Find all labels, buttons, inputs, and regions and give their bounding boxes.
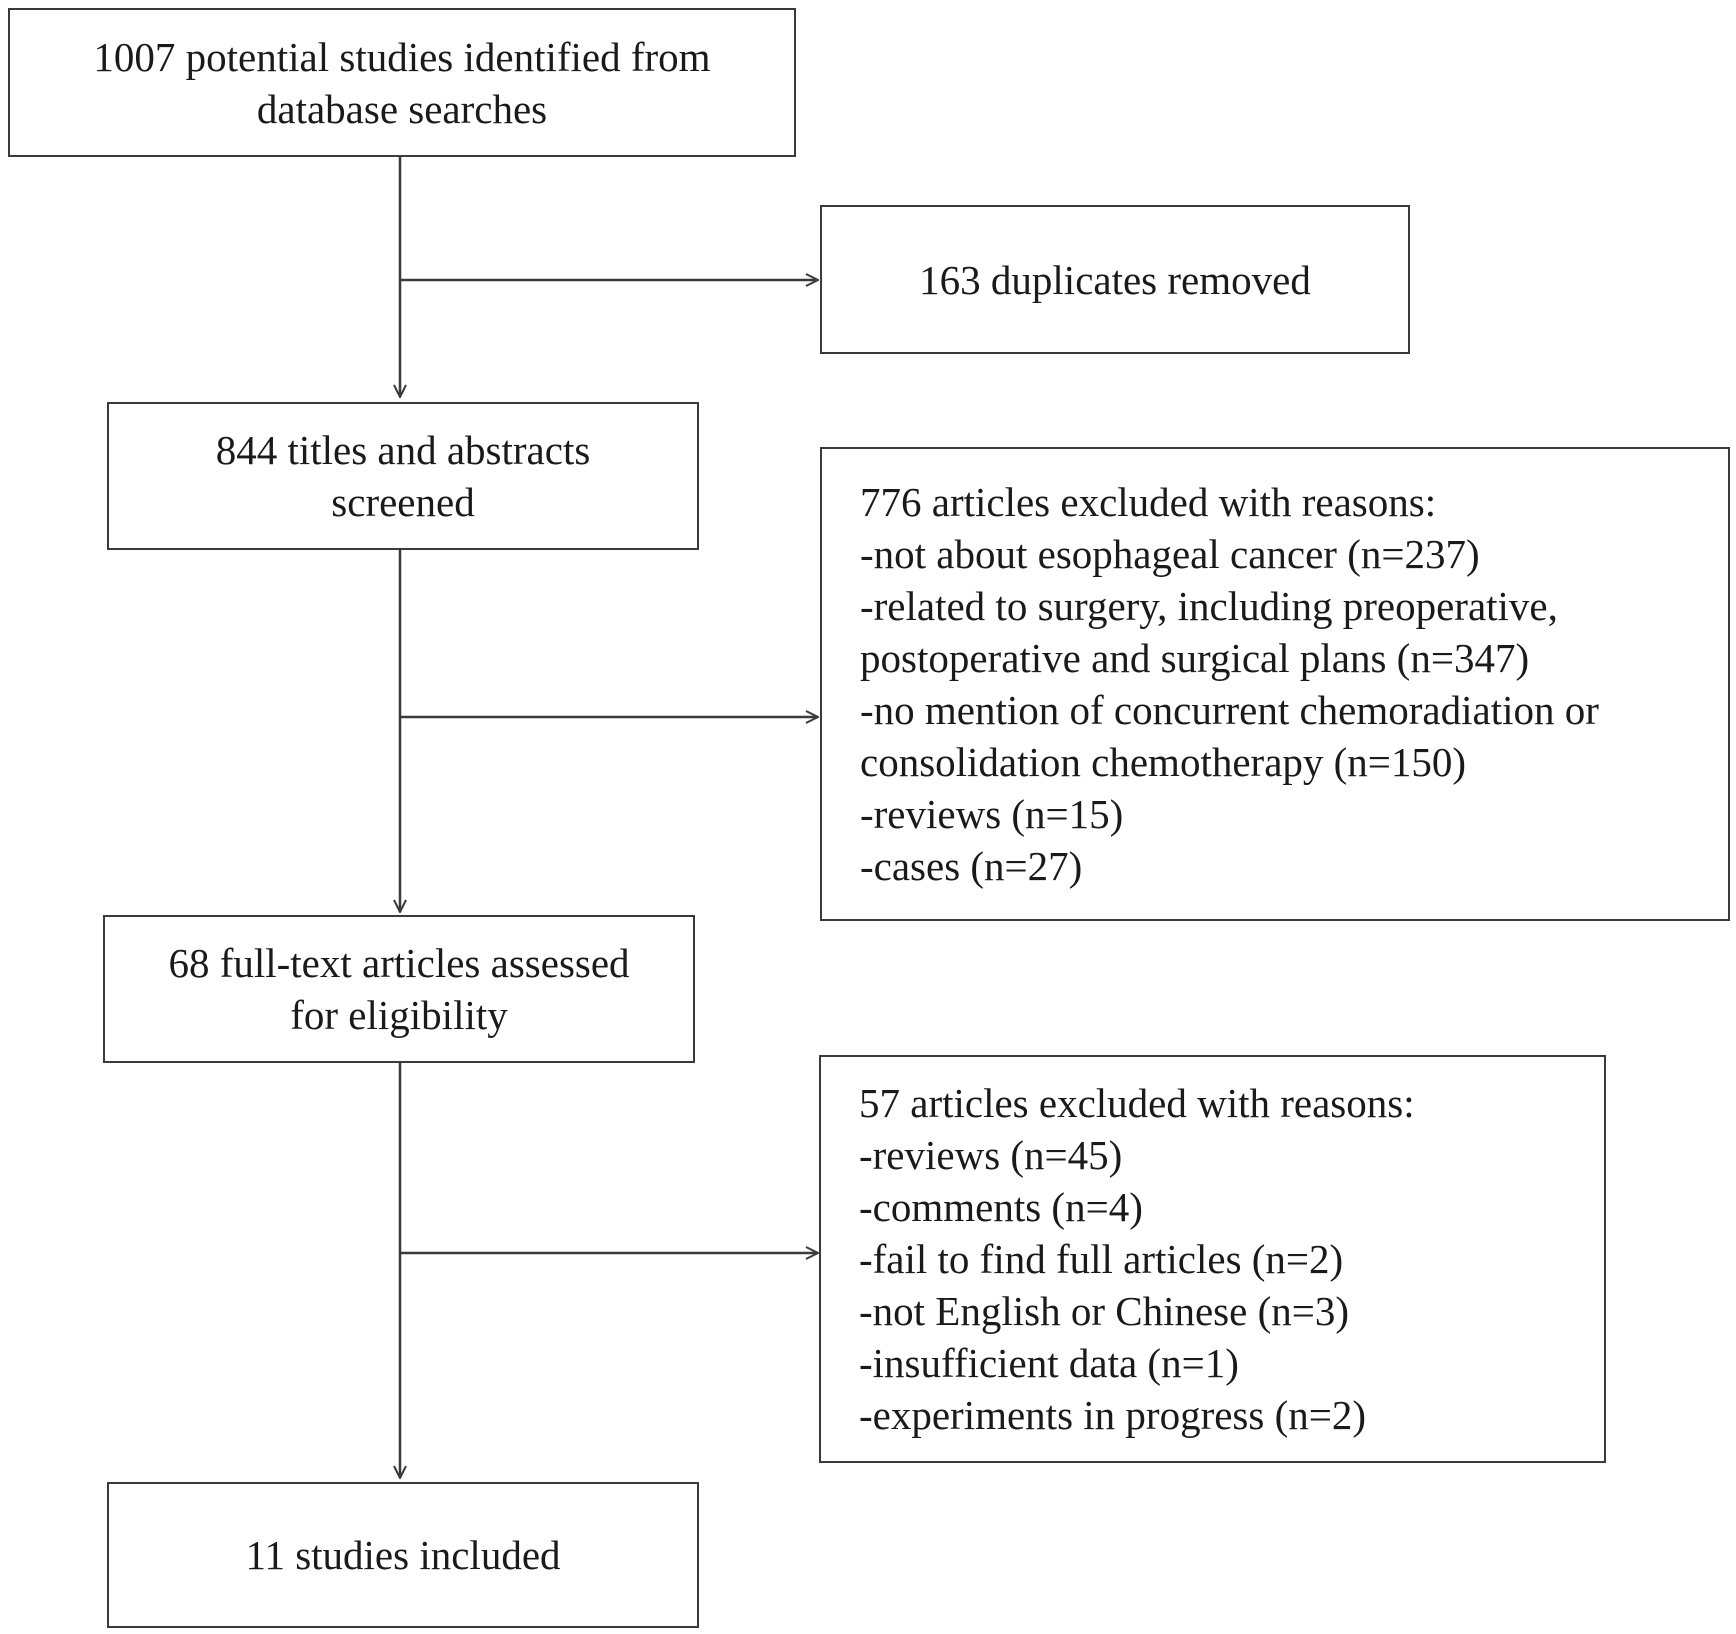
excluded-fulltext-line-7: -experiments in progress (n=2): [859, 1392, 1367, 1438]
eligibility-line-2: for eligibility: [290, 992, 508, 1038]
included-box: 11 studies included: [107, 1482, 699, 1628]
identified-line-1: 1007 potential studies identified from: [93, 33, 711, 80]
excluded-screening-line-2: -not about esophageal cancer (n=237): [860, 531, 1480, 577]
excluded-screening-line-8: -cases (n=27): [860, 843, 1083, 889]
included-line-1: 11 studies included: [245, 1532, 561, 1578]
excluded-screening-box: 776 articles excluded with reasons: -not…: [820, 447, 1730, 921]
excluded-fulltext-line-2: -reviews (n=45): [859, 1132, 1123, 1178]
screened-line-1: 844 titles and abstracts: [215, 427, 591, 473]
eligibility-line-1: 68 full-text articles assessed: [168, 940, 630, 986]
screened-box: 844 titles and abstracts screened: [107, 402, 699, 550]
excluded-fulltext-line-6: -insufficient data (n=1): [859, 1340, 1239, 1386]
excluded-screening-line-6: consolidation chemotherapy (n=150): [860, 739, 1467, 785]
excluded-fulltext-line-3: -comments (n=4): [859, 1184, 1143, 1230]
excluded-screening-line-5: -no mention of concurrent chemoradiation…: [860, 687, 1599, 733]
excluded-fulltext-line-4: -fail to find full articles (n=2): [859, 1236, 1344, 1282]
excluded-fulltext-line-1: 57 articles excluded with reasons:: [859, 1080, 1415, 1126]
screened-line-2: screened: [331, 479, 475, 525]
excluded-screening-line-4: postoperative and surgical plans (n=347): [860, 635, 1530, 681]
duplicates-line-1: 163 duplicates removed: [919, 256, 1311, 303]
duplicates-box: 163 duplicates removed: [820, 205, 1410, 354]
excluded-fulltext-line-5: -not English or Chinese (n=3): [859, 1288, 1349, 1334]
excluded-screening-line-1: 776 articles excluded with reasons:: [860, 479, 1437, 525]
excluded-fulltext-box: 57 articles excluded with reasons: -revi…: [819, 1055, 1606, 1463]
eligibility-box: 68 full-text articles assessed for eligi…: [103, 915, 695, 1063]
excluded-screening-line-3: -related to surgery, including preoperat…: [860, 583, 1558, 629]
identified-line-2: database searches: [256, 85, 548, 132]
excluded-screening-line-7: -reviews (n=15): [860, 791, 1124, 837]
identified-box: 1007 potential studies identified from d…: [8, 8, 796, 157]
